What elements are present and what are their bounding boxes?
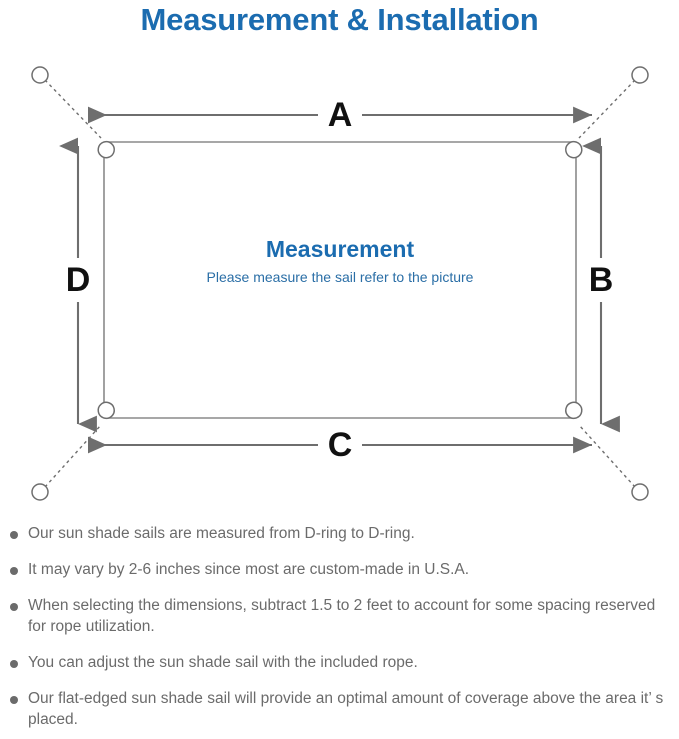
bullet-icon [10,566,18,575]
dimension-b-label: B [589,261,614,299]
d-ring-top-right [565,140,583,159]
rope-line-top-left [44,79,102,139]
note-text: It may vary by 2-6 inches since most are… [28,560,470,578]
list-item: Our flat-edged sun shade sail will provi… [0,689,679,731]
dimension-c: C [88,426,592,464]
list-item: It may vary by 2-6 inches since most are… [0,560,679,581]
anchor-ring-bottom-right [631,483,649,501]
anchor-ring-top-left [31,66,49,84]
page-title: Measurement & Installation [140,2,539,37]
bullet-icon [10,659,18,668]
rope-line-bottom-left [44,424,102,488]
dimension-b: B [582,137,620,433]
dimension-d: D [59,137,97,433]
rope-line-bottom-right [578,424,636,488]
bullet-icon [10,531,18,539]
measurement-diagram: A C D B Measurement Please measure the s… [0,46,679,516]
dimension-d-label: D [66,261,91,299]
rope-line-top-right [578,79,636,139]
notes-list: Our sun shade sails are measured from D-… [0,524,679,730]
dimension-c-label: C [328,426,353,464]
list-item: Our sun shade sails are measured from D-… [0,524,679,545]
rope-lines [44,79,636,488]
note-text: Our flat-edged sun shade sail will provi… [28,689,664,728]
dimension-a-label: A [328,96,353,134]
anchor-rings [31,66,649,501]
sail-rectangle [103,141,577,419]
list-item: When selecting the dimensions, subtract … [0,596,679,638]
anchor-ring-top-right [631,66,649,84]
anchor-ring-bottom-left [31,483,49,501]
list-item: You can adjust the sun shade sail with t… [0,653,679,674]
measurement-diagram-svg: A C D B [31,66,649,501]
bullet-icon [10,602,18,611]
d-ring-bottom-right [565,401,583,420]
note-text: You can adjust the sun shade sail with t… [28,653,418,671]
note-text: When selecting the dimensions, subtract … [28,596,656,635]
note-text: Our sun shade sails are measured from D-… [28,525,415,542]
dimension-a: A [88,96,592,134]
d-rings [97,140,583,420]
d-ring-bottom-left [97,401,115,420]
bullet-icon [10,695,18,704]
d-ring-top-left [97,140,115,159]
